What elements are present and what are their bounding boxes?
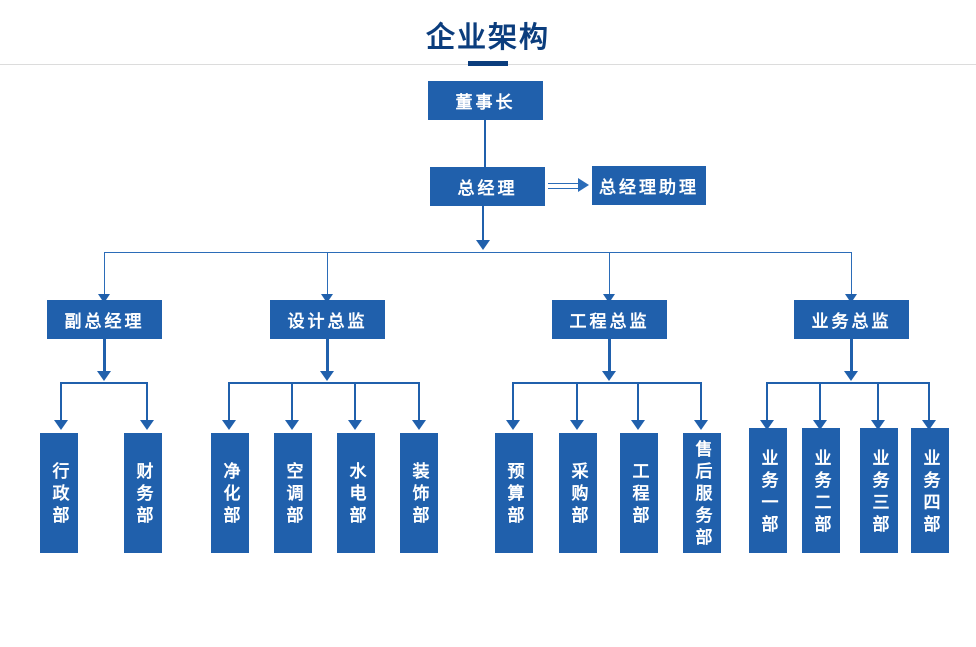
drop-to-decoration-dept (418, 382, 420, 424)
drop-to-engineering-dept (637, 382, 639, 424)
node-engineering-dept[interactable]: 工程部 (620, 433, 658, 553)
arrowhead-utilities-dept (348, 420, 362, 430)
drop-to-utilities-dept (354, 382, 356, 424)
arrowhead-business-3 (871, 420, 885, 430)
arrowhead-design-director (321, 294, 333, 303)
node-general-manager[interactable]: 总经理 (430, 167, 545, 206)
bus-level3 (104, 252, 852, 253)
drop-to-purification-dept (228, 382, 230, 424)
bus-design-director-children (228, 382, 420, 384)
node-business-4[interactable]: 业务四部 (911, 428, 949, 553)
bus-engineering-director-children (512, 382, 702, 384)
node-aftersales-dept[interactable]: 售后服务部 (683, 433, 721, 553)
arrowhead-engineering-director (603, 294, 615, 303)
arrowhead-business-2 (813, 420, 827, 430)
drop-to-business-1 (766, 382, 768, 424)
bus-deputy-gm-children (60, 382, 148, 384)
node-decoration-dept[interactable]: 装饰部 (400, 433, 438, 553)
drop-to-aftersales-dept (700, 382, 702, 424)
arrowhead-procurement-dept (570, 420, 584, 430)
node-business-1[interactable]: 业务一部 (749, 428, 787, 553)
node-hvac-dept[interactable]: 空调部 (274, 433, 312, 553)
node-procurement-dept[interactable]: 采购部 (559, 433, 597, 553)
drop-to-business-director (851, 252, 852, 300)
node-chairman[interactable]: 董事长 (428, 81, 543, 120)
arrowhead-purification-dept (222, 420, 236, 430)
node-admin-dept[interactable]: 行政部 (40, 433, 78, 553)
connector-chairman-to-gm (484, 120, 486, 172)
page-title: 企业架构 (425, 22, 550, 54)
node-business-director[interactable]: 业务总监 (794, 300, 909, 339)
connector-gm-to-bus (482, 206, 484, 246)
arrowhead-gm-to-assistant (578, 178, 589, 192)
drop-to-business-4 (928, 382, 930, 424)
drop-to-procurement-dept (576, 382, 578, 424)
page-header: 企业架构 (0, 0, 976, 66)
title-underline-accent (468, 61, 508, 66)
node-design-director[interactable]: 设计总监 (270, 300, 385, 339)
drop-to-business-3 (877, 382, 879, 424)
arrowhead-admin-dept (54, 420, 68, 430)
drop-to-hvac-dept (291, 382, 293, 424)
arrowhead-engineering-dept (631, 420, 645, 430)
node-engineering-director[interactable]: 工程总监 (552, 300, 667, 339)
node-gm-assistant[interactable]: 总经理助理 (592, 166, 706, 205)
arrowhead-business-4 (922, 420, 936, 430)
node-business-3[interactable]: 业务三部 (860, 428, 898, 553)
arrowhead-hvac-dept (285, 420, 299, 430)
arrowhead-gm-to-bus (476, 240, 490, 250)
arrowhead-engineering-director-down (602, 371, 616, 381)
node-budget-dept[interactable]: 预算部 (495, 433, 533, 553)
drop-to-deputy-gm (104, 252, 105, 300)
bus-business-director-children (766, 382, 930, 384)
drop-to-admin-dept (60, 382, 62, 424)
connector-engineering-director-down (608, 339, 611, 375)
node-finance-dept[interactable]: 财务部 (124, 433, 162, 553)
drop-to-budget-dept (512, 382, 514, 424)
arrowhead-deputy-gm (98, 294, 110, 303)
arrowhead-business-director-down (844, 371, 858, 381)
drop-to-finance-dept (146, 382, 148, 424)
node-utilities-dept[interactable]: 水电部 (337, 433, 375, 553)
drop-to-business-2 (819, 382, 821, 424)
node-purification-dept[interactable]: 净化部 (211, 433, 249, 553)
connector-business-director-down (850, 339, 853, 375)
node-deputy-general-manager[interactable]: 副总经理 (47, 300, 162, 339)
arrowhead-business-1 (760, 420, 774, 430)
arrowhead-business-director (845, 294, 857, 303)
node-business-2[interactable]: 业务二部 (802, 428, 840, 553)
arrowhead-finance-dept (140, 420, 154, 430)
connector-deputy-gm-down (103, 339, 106, 375)
connector-gm-to-assistant (548, 183, 581, 189)
arrowhead-decoration-dept (412, 420, 426, 430)
arrowhead-design-director-down (320, 371, 334, 381)
org-chart-canvas: 董事长 总经理 总经理助理 副总经理 设计总监 工程总监 业务总监 (0, 66, 976, 647)
arrowhead-budget-dept (506, 420, 520, 430)
drop-to-engineering-director (609, 252, 610, 300)
arrowhead-deputy-gm-down (97, 371, 111, 381)
drop-to-design-director (327, 252, 328, 300)
connector-design-director-down (326, 339, 329, 375)
arrowhead-aftersales-dept (694, 420, 708, 430)
